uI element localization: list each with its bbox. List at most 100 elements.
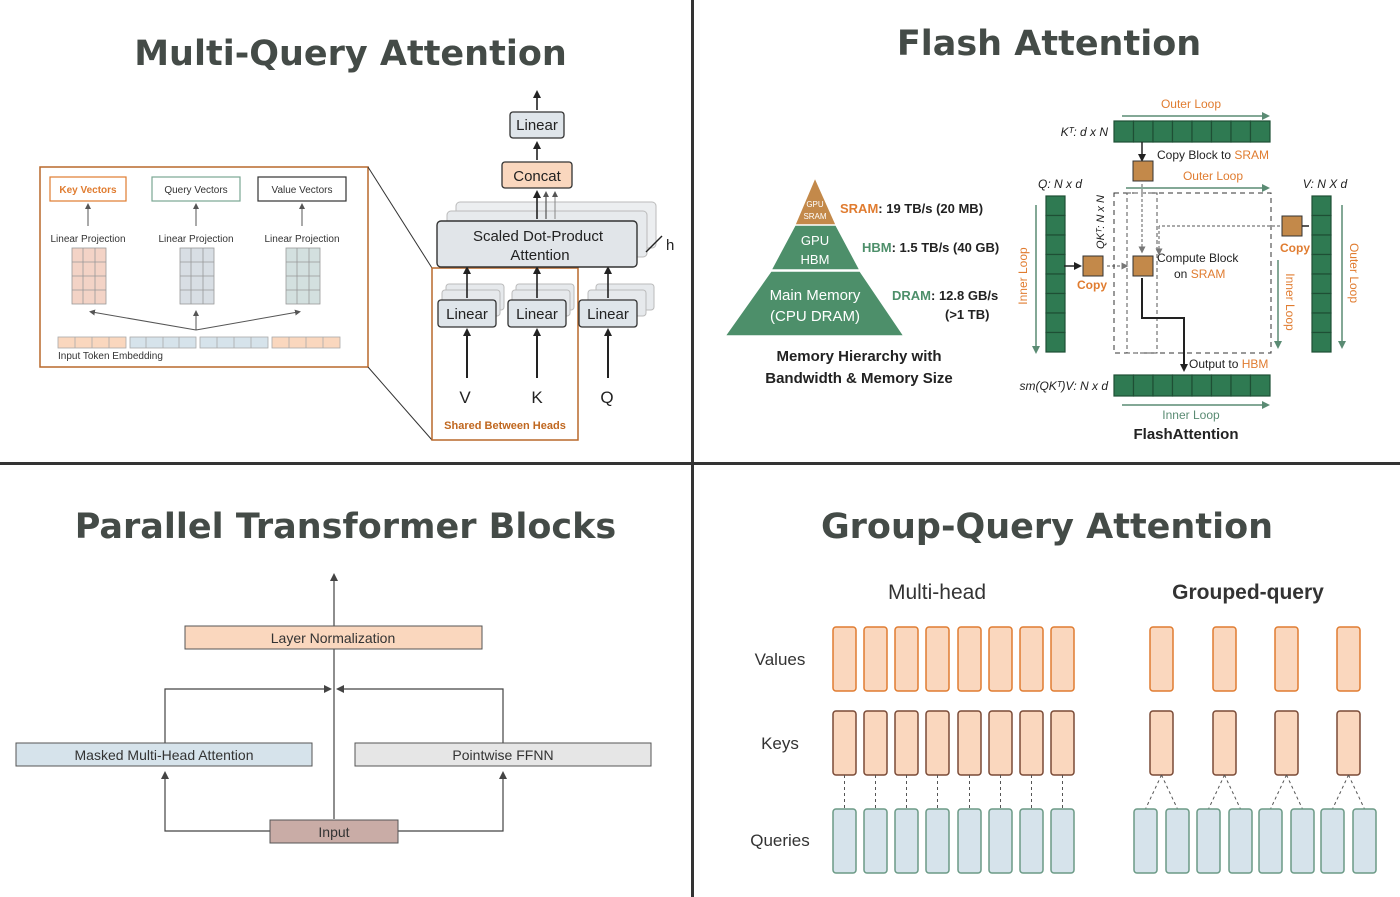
mh-value-block <box>832 626 857 692</box>
linear-k-label: Linear <box>516 306 558 323</box>
v-cell <box>1311 312 1332 334</box>
output-cell <box>1249 374 1271 397</box>
linear-top-label: Linear <box>516 117 558 134</box>
output-cell <box>1210 374 1232 397</box>
linear-stack-q <box>578 283 655 328</box>
q-copy-label: Copy <box>1077 278 1107 292</box>
mh-value-block <box>1019 626 1044 692</box>
panel-parallel-transformer: Parallel Transformer Blocks Layer Normal… <box>0 465 691 897</box>
v-copy-label: Copy <box>1280 241 1310 255</box>
v-cell <box>1311 214 1332 236</box>
compute-area <box>1113 192 1272 354</box>
gq-value-block <box>1274 626 1299 692</box>
panel-title: Parallel Transformer Blocks <box>74 507 617 547</box>
v-cell <box>1311 253 1332 275</box>
panel-title: Group-Query Attention <box>820 507 1274 547</box>
mh-value-block <box>1050 626 1075 692</box>
qkt-label: QKᵀ: N x N <box>1095 195 1107 249</box>
memory-caption-line1: Memory Hierarchy with <box>776 348 941 365</box>
mh-value-block <box>957 626 982 692</box>
outer-loop-top-label: Outer Loop <box>1161 97 1221 111</box>
input-k: K <box>531 388 543 407</box>
v-label: V: N X d <box>1303 177 1348 191</box>
linear-projection-label: Linear Projection <box>264 234 339 245</box>
gq-link <box>1348 774 1365 810</box>
value-vectors-label: Value Vectors <box>272 185 333 196</box>
gq-link <box>1224 774 1241 810</box>
gq-link <box>1332 774 1349 810</box>
linear-top-box <box>509 111 565 139</box>
gq-query-block <box>1165 808 1190 874</box>
mqa-diagram: Key Vectors Query Vectors Value Vectors … <box>39 90 674 441</box>
kt-cell <box>1132 120 1154 143</box>
inner-loop-bottom-label: Inner Loop <box>1162 408 1220 422</box>
output-cell <box>1191 374 1213 397</box>
mh-query-block <box>863 808 888 874</box>
gq-link <box>1270 774 1287 810</box>
pyramid-hbm-tier <box>769 224 862 271</box>
gq-link <box>1208 774 1225 810</box>
output-cell <box>1113 374 1135 397</box>
gq-key-block <box>1149 710 1174 776</box>
input-q: Q <box>600 388 613 407</box>
sdpa-stack <box>436 201 657 268</box>
gq-key-block <box>1212 710 1237 776</box>
mh-key-block <box>863 710 888 776</box>
sram-spec: SRAM: 19 TB/s (20 MB) <box>840 201 983 216</box>
shared-between-heads-label: Shared Between Heads <box>444 420 566 432</box>
grouped-query-label: Grouped-query <box>1172 581 1324 604</box>
vertical-divider <box>691 0 694 897</box>
v-cell <box>1311 331 1332 353</box>
v-matrix <box>1311 195 1332 353</box>
mh-value-block <box>894 626 919 692</box>
mh-query-block <box>957 808 982 874</box>
q-copy-block <box>1082 255 1104 277</box>
concat-label: Concat <box>513 168 561 185</box>
pyramid-sram-line2: SRAM <box>803 212 826 221</box>
pyramid-dram-line2: (CPU DRAM) <box>770 308 860 325</box>
query-vectors-label: Query Vectors <box>164 185 227 196</box>
kt-cell <box>1113 120 1135 143</box>
multi-head-label: Multi-head <box>888 581 986 604</box>
mh-value-block <box>988 626 1013 692</box>
flashattention-caption: FlashAttention <box>1134 426 1239 443</box>
query-projection-matrix <box>179 247 215 305</box>
kt-cell <box>1191 120 1213 143</box>
sm-label: sm(QKᵀ)V: N x d <box>1019 379 1108 393</box>
key-vectors-box <box>49 176 127 202</box>
gq-link <box>1145 774 1162 810</box>
pyramid-dram-line1: Main Memory <box>770 287 861 304</box>
queries-row-label: Queries <box>750 831 810 850</box>
mh-key-block <box>925 710 950 776</box>
inner-loop-left-label: Inner Loop <box>1016 247 1030 305</box>
q-cell <box>1045 331 1066 353</box>
gq-query-block <box>1196 808 1221 874</box>
linear-stack-v <box>437 283 505 328</box>
mh-value-block <box>863 626 888 692</box>
v-cell <box>1311 273 1332 295</box>
gq-query-block <box>1228 808 1253 874</box>
v-copy-block <box>1281 215 1303 237</box>
pyramid-hbm-line1: GPU <box>801 233 829 248</box>
layer-norm-label: Layer Normalization <box>271 630 396 646</box>
q-cell <box>1045 195 1066 217</box>
concat-box <box>501 161 573 189</box>
mh-key-block <box>1050 710 1075 776</box>
layer-norm-box <box>184 625 483 650</box>
ffnn-label: Pointwise FFNN <box>452 747 553 763</box>
gq-value-block <box>1336 626 1361 692</box>
sdpa-label-line1: Scaled Dot-Product <box>473 228 604 245</box>
gqa-blocks <box>832 626 1377 874</box>
mha-label: Masked Multi-Head Attention <box>75 747 254 763</box>
mh-query-block <box>925 808 950 874</box>
value-projection-matrix <box>285 247 321 305</box>
output-cell <box>1152 374 1174 397</box>
panel-multi-query-attention: Multi-Query Attention Key Vectors Query … <box>0 0 691 462</box>
ffnn-box <box>354 742 652 767</box>
horizontal-divider <box>0 462 1400 465</box>
values-row-label: Values <box>755 650 806 669</box>
input-token-embedding <box>57 336 341 349</box>
gq-value-block <box>1212 626 1237 692</box>
q-cell <box>1045 292 1066 314</box>
outer-loop-mid-label: Outer Loop <box>1183 169 1243 183</box>
